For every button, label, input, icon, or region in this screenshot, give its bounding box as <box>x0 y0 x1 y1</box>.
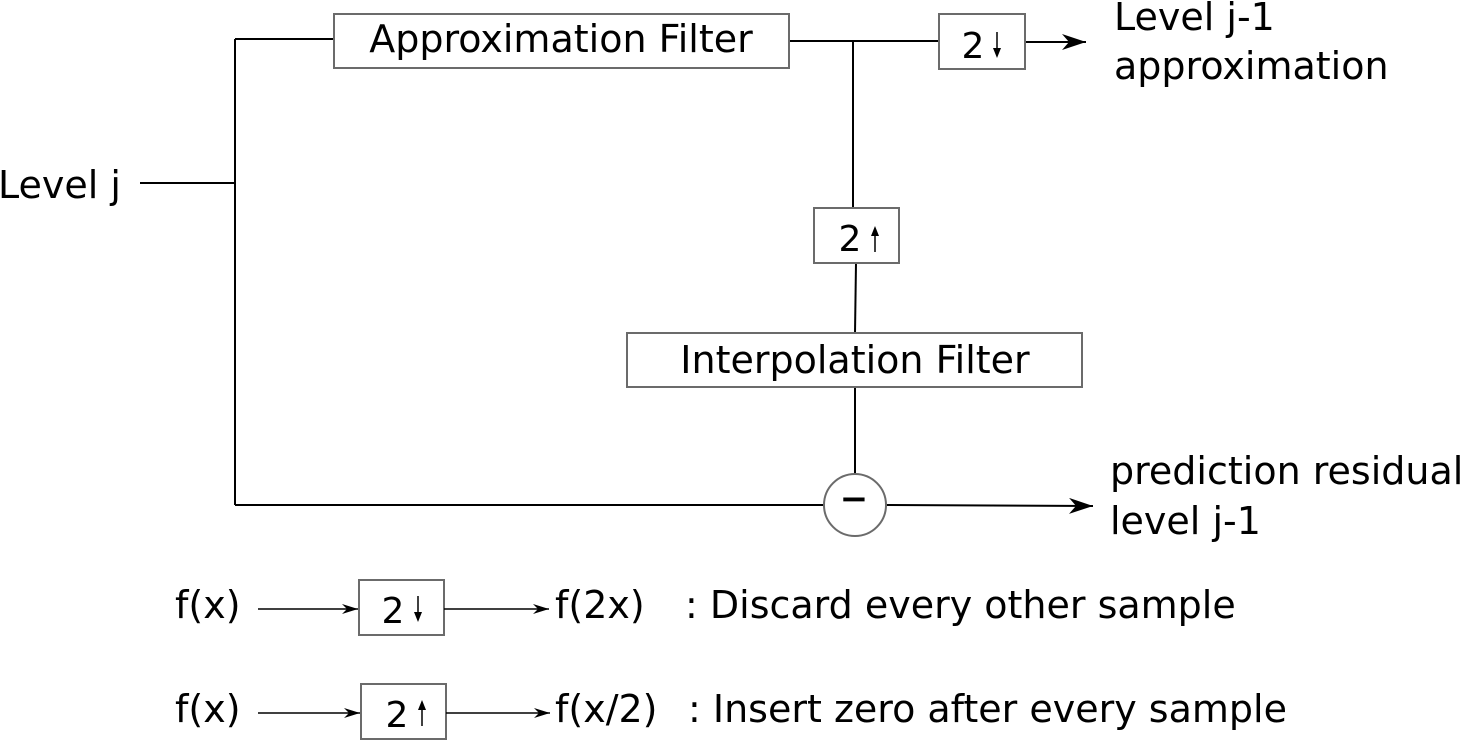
downsample-box <box>938 13 1026 70</box>
legend-downsample-row: f(x) 2 f(2x) : Discard every other sampl… <box>175 579 1236 636</box>
up-arrow-icon <box>418 700 426 726</box>
legend-upsample-box <box>360 683 447 740</box>
legend-upsample-output: f(x/2) <box>555 687 658 731</box>
subtractor-circle <box>823 473 887 537</box>
upsample-to-interp-wire <box>854 262 857 334</box>
upsample-box <box>813 207 900 264</box>
approximation-filter-label: Approximation Filter <box>369 17 753 61</box>
legend-upsample-input: f(x) <box>175 687 241 731</box>
upsample-factor: 2 <box>839 219 862 260</box>
downsample-block: 2 <box>938 13 1026 70</box>
legend-downsample-description: : Discard every other sample <box>685 583 1236 627</box>
residual-output-arrow <box>885 497 1094 514</box>
legend-downsample-input: f(x) <box>175 583 241 627</box>
upsample-block: 2 <box>813 207 900 264</box>
legend-upsample-factor: 2 <box>386 695 409 736</box>
interpolation-filter-block: Interpolation Filter <box>626 332 1083 388</box>
down-arrow-icon <box>993 32 1001 58</box>
interpolation-filter-label: Interpolation Filter <box>680 338 1030 382</box>
subtractor-block: − <box>823 473 887 537</box>
approx-output-label-line2: approximation <box>1114 44 1389 88</box>
legend-upsample-row: f(x) 2 f(x/2) : Insert zero after every … <box>175 683 1287 740</box>
input-level-label: Level j <box>0 163 121 207</box>
legend-downsample-box <box>358 579 445 636</box>
up-arrow-icon <box>871 226 879 252</box>
downsample-factor: 2 <box>962 26 985 67</box>
approximation-filter-box <box>333 13 790 69</box>
approx-output-label-line1: Level j-1 <box>1114 0 1275 39</box>
approximation-filter-block: Approximation Filter <box>333 13 790 69</box>
main-wires <box>140 34 1094 514</box>
legend-upsample-description: : Insert zero after every sample <box>688 687 1287 731</box>
residual-output-label-line1: prediction residual <box>1110 449 1463 493</box>
legend-downsample-factor: 2 <box>382 591 405 632</box>
residual-output-label-line2: level j-1 <box>1110 499 1261 543</box>
interpolation-filter-box <box>626 332 1083 388</box>
subtract-symbol: − <box>840 479 869 519</box>
down-arrow-icon <box>414 596 422 622</box>
legend-downsample-output: f(2x) <box>555 583 645 627</box>
